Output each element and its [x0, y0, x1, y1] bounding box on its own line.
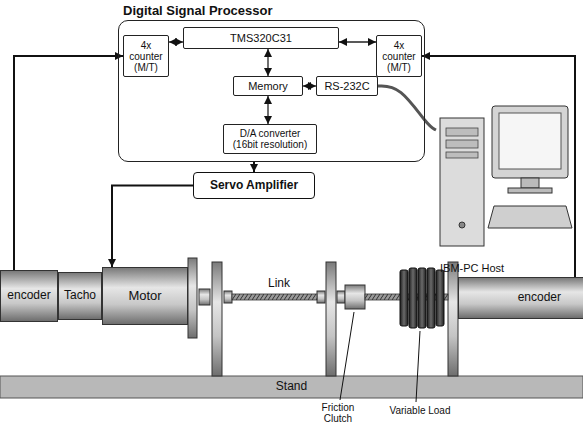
signal-arrow [253, 162, 255, 172]
node-text: D/A converter (16bit resolution) [226, 128, 314, 150]
monitor-base [508, 188, 552, 193]
dsp-board: Digital Signal Processor4x counter (M/T)… [118, 20, 425, 162]
coupling [224, 291, 232, 303]
coupling [317, 291, 325, 303]
motor-cylinder: Motor [102, 267, 188, 325]
node-text: 4x counter (M/T) [379, 40, 419, 73]
node-text: encoder [518, 291, 561, 304]
load-disk [409, 268, 417, 328]
node-text: Tacho [64, 289, 96, 302]
tacho-cylinder: Tacho [58, 272, 102, 320]
drive-bay [446, 128, 478, 136]
clutch-hub [337, 291, 345, 303]
signal-arrow [267, 96, 268, 124]
signal-arrow [267, 49, 268, 76]
signal-arrow [112, 186, 193, 268]
signal-arrow [422, 56, 575, 277]
serial-cable [378, 86, 436, 130]
pc-icon [440, 106, 572, 246]
stand-band [0, 376, 583, 398]
monitor [492, 106, 568, 178]
bearing-support [326, 262, 336, 376]
node-text: 4x counter (M/T) [126, 40, 166, 73]
screen [499, 113, 561, 169]
stand-band: Stand [0, 376, 583, 398]
encoder-cylinder: encoder [458, 277, 583, 319]
power-button [459, 222, 465, 228]
pc-host: IBM-PC Host [436, 100, 570, 276]
signal-arrow [14, 56, 123, 270]
load-disk [400, 270, 408, 326]
coupling [199, 289, 210, 305]
board-title: Digital Signal Processor [123, 3, 273, 18]
part-label: Friction Clutch [312, 402, 364, 424]
node-text: IBM-PC Host [440, 262, 504, 274]
keyboard [488, 206, 572, 228]
load-disk [427, 268, 435, 328]
link-label: Link [262, 277, 296, 290]
drive-bay [446, 140, 478, 148]
counter-box: 4x counter (M/T) [123, 35, 169, 77]
signal-arrow [303, 85, 316, 86]
node-text: Servo Amplifier [210, 179, 298, 192]
counter-box: 4x counter (M/T) [376, 35, 422, 77]
leader-line [340, 312, 354, 400]
part-label: Variable Load [380, 405, 460, 416]
processor-box: TMS320C31 [183, 27, 339, 49]
motor-flange [188, 258, 197, 338]
node-text: encoder [7, 289, 50, 302]
node-text: Memory [248, 80, 288, 92]
servo-amplifier-box: Servo Amplifier [193, 172, 315, 199]
link-shaft [232, 294, 317, 300]
dac-box: D/A converter (16bit resolution) [223, 124, 317, 154]
bearing-support [448, 262, 458, 376]
node-text: Stand [276, 380, 307, 393]
memory-box: Memory [233, 76, 303, 96]
node-text: Motor [128, 289, 161, 303]
drive-bay [446, 152, 478, 158]
monitor-stand [521, 178, 539, 188]
serial-port-box: RS-232C [316, 76, 378, 96]
variable-load-disks [400, 268, 444, 328]
signal-arrow [339, 41, 376, 42]
load-disk [418, 268, 426, 328]
leader-line [416, 331, 420, 402]
bearing-support [212, 262, 222, 376]
signal-arrow [169, 41, 183, 42]
pc-tower [440, 118, 484, 246]
node-text: TMS320C31 [230, 32, 292, 44]
node-text: RS-232C [324, 80, 369, 92]
load-disk [436, 270, 444, 326]
friction-clutch [345, 285, 365, 309]
encoder-cylinder: encoder [0, 270, 58, 322]
